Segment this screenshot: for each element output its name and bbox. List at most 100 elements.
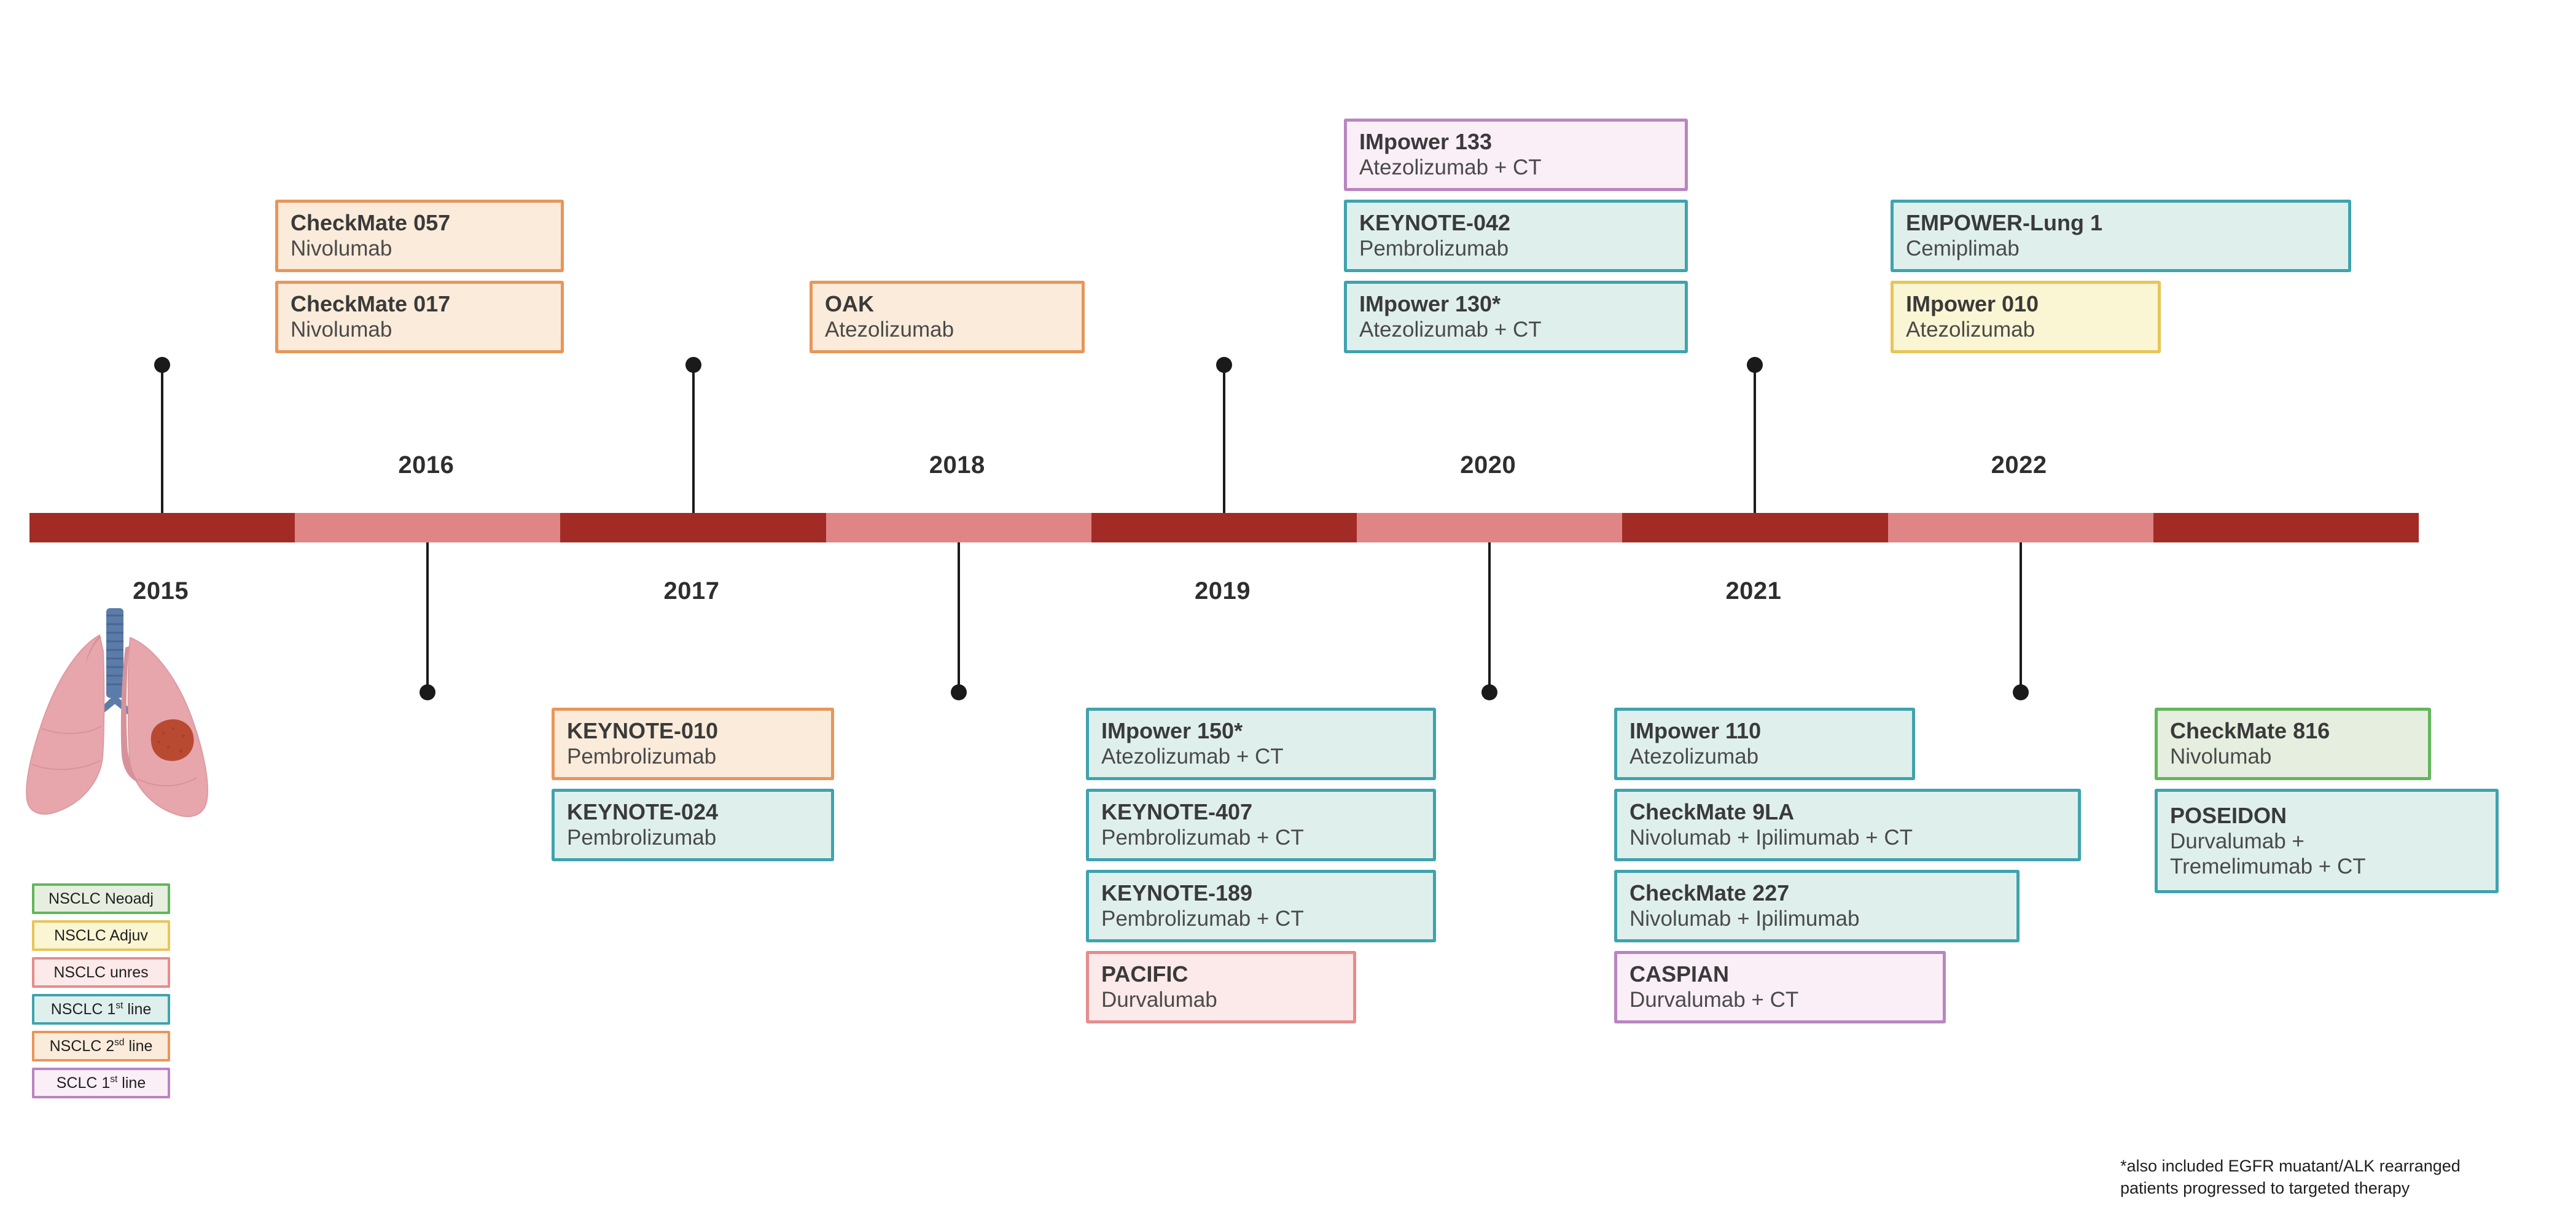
legend-item-nsclc-adjuv[interactable]: NSCLC Adjuv	[32, 920, 170, 951]
connector-line-2017	[692, 362, 695, 513]
legend-item-sclc-1st[interactable]: SCLC 1st line	[32, 1068, 170, 1098]
study-name: CASPIAN	[1630, 961, 1730, 987]
year-label-2015: 2015	[133, 577, 189, 604]
study-box[interactable]: IMpower 130*Atezolizumab + CT	[1344, 281, 1688, 353]
study-name: IMpower 133	[1359, 129, 1493, 155]
study-drug: Pembrolizumab + CT	[1101, 826, 1304, 850]
legend-item-label: SCLC 1st line	[56, 1074, 146, 1092]
study-name: IMpower 130*	[1359, 291, 1501, 317]
study-name: CheckMate 9LA	[1630, 799, 1795, 825]
study-name: PACIFIC	[1101, 961, 1188, 987]
study-name: CheckMate 057	[291, 210, 451, 236]
legend-item-label: NSCLC 1st line	[50, 1000, 152, 1018]
timeline-segment-2019	[1091, 513, 1357, 542]
legend-item-nsclc-neoadj[interactable]: NSCLC Neoadj	[32, 883, 170, 914]
study-name: OAK	[825, 291, 874, 317]
study-name: CheckMate 017	[291, 291, 451, 317]
study-drug: Atezolizumab + CT	[1359, 318, 1542, 342]
connector-line-2016	[426, 542, 429, 692]
timeline-bar	[29, 513, 2419, 542]
study-drug: Pembrolizumab	[567, 826, 717, 850]
legend-item-label: NSCLC Neoadj	[49, 890, 154, 907]
study-name: IMpower 110	[1630, 718, 1762, 744]
connector-dot-2018	[950, 684, 967, 700]
timeline-segment-2018	[825, 513, 1092, 542]
legend-item-nsclc-2nd[interactable]: NSCLC 2sd line	[32, 1031, 170, 1062]
connector-line-2021	[1754, 362, 1757, 513]
connector-line-2019	[1223, 362, 1225, 513]
study-name: IMpower 150*	[1101, 718, 1243, 744]
study-name: KEYNOTE-189	[1101, 880, 1253, 906]
study-drug: Nivolumab	[291, 237, 392, 261]
year-label-2016: 2016	[398, 452, 455, 479]
legend-item-nsclc-unres[interactable]: NSCLC unres	[32, 957, 170, 988]
study-drug: Durvalumab	[1101, 988, 1217, 1012]
legend-item-nsclc-1st[interactable]: NSCLC 1st line	[32, 994, 170, 1025]
lungs-with-tumor-icon	[6, 608, 227, 854]
timeline-segment-2023	[2153, 513, 2419, 542]
study-drug: Atezolizumab + CT	[1101, 745, 1284, 769]
study-drug: Pembrolizumab	[1359, 237, 1509, 261]
study-name: IMpower 010	[1906, 291, 2039, 317]
study-drug: Durvalumab + Tremelimumab + CT	[2170, 829, 2366, 878]
study-name: KEYNOTE-024	[567, 799, 719, 825]
year-label-2020: 2020	[1460, 452, 1516, 479]
study-drug: Nivolumab	[2170, 745, 2272, 769]
timeline-segment-2015	[29, 513, 295, 542]
study-name: KEYNOTE-042	[1359, 210, 1511, 236]
connector-line-2022	[2019, 542, 2022, 692]
connector-dot-2016	[420, 684, 436, 700]
study-drug: Atezolizumab	[1906, 318, 2035, 342]
study-drug: Cemiplimab	[1906, 237, 2020, 261]
study-drug: Nivolumab + Ipilimumab + CT	[1630, 826, 1913, 850]
study-box[interactable]: IMpower 150*Atezolizumab + CT	[1086, 708, 1436, 780]
timeline-segment-2021	[1622, 513, 1889, 542]
connector-line-2018	[957, 542, 960, 692]
study-name: KEYNOTE-407	[1101, 799, 1253, 825]
timeline-segment-2022	[1887, 513, 2154, 542]
connector-line-2015	[161, 362, 164, 513]
study-drug: Atezolizumab	[825, 318, 954, 342]
timeline-segment-2017	[560, 513, 827, 542]
year-label-2018: 2018	[929, 452, 985, 479]
connector-dot-2022	[2012, 684, 2029, 700]
legend-item-label: NSCLC unres	[53, 963, 149, 981]
legend-item-label: NSCLC 2sd line	[49, 1037, 153, 1055]
year-label-2019: 2019	[1195, 577, 1251, 604]
year-label-2017: 2017	[663, 577, 720, 604]
study-drug: Nivolumab	[291, 318, 392, 342]
study-drug: Durvalumab + CT	[1630, 988, 1799, 1012]
study-drug: Atezolizumab	[1630, 745, 1759, 769]
year-label-2021: 2021	[1725, 577, 1782, 604]
connector-dot-2020	[1481, 684, 1498, 700]
footnote: *also included EGFR muatant/ALK rearrang…	[2120, 1157, 2461, 1198]
year-label-2022: 2022	[1991, 452, 2047, 479]
study-drug: Pembrolizumab + CT	[1101, 907, 1304, 931]
connector-dot-2021	[1747, 357, 1763, 373]
study-drug: Nivolumab + Ipilimumab	[1630, 907, 1860, 931]
study-name: KEYNOTE-010	[567, 718, 719, 744]
study-name: CheckMate 227	[1630, 880, 1790, 906]
study-drug: Pembrolizumab	[567, 745, 717, 769]
timeline-segment-2020	[1357, 513, 1623, 542]
